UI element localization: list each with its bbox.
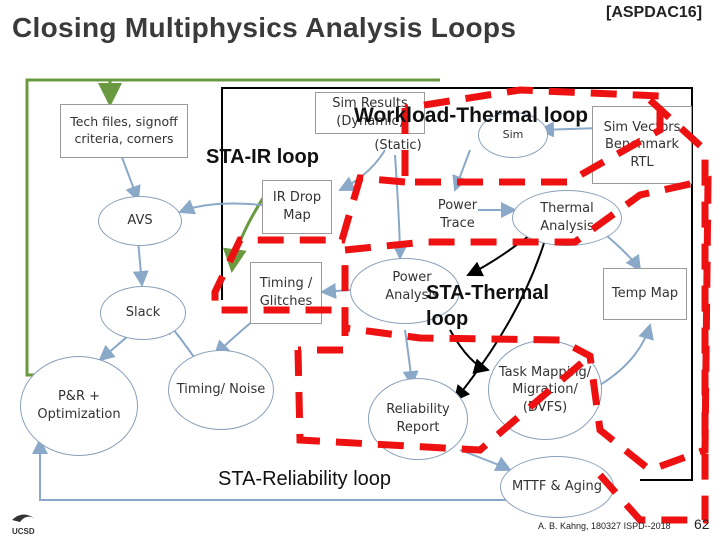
workload-thermal-loop-path (401, 86, 664, 186)
ucsd-logo: UCSD (12, 527, 35, 536)
footer-text: A. B. Kahng, 180327 ISPD--2018 (538, 521, 671, 531)
ir-drop-box: IR Drop Map (262, 180, 332, 234)
task-mapping-oval: Task Mapping/ Migration/ (DVFS) (488, 340, 602, 440)
timing-noise-oval: Timing/ Noise (168, 350, 274, 430)
slide-title: Closing Multiphysics Analysis Loops (12, 12, 517, 43)
slide-number: 62 (694, 516, 710, 532)
blue-avs-slack (132, 239, 149, 287)
black-thermal-rel (453, 239, 546, 402)
sim-oval: Sim (478, 112, 548, 158)
avs-oval: AVS (98, 196, 182, 246)
blue-tech-avs (119, 151, 141, 202)
sta-ir-loop-label: STA-IR loop (206, 146, 319, 168)
slack-oval: Slack (100, 286, 186, 340)
pr-optimization-oval: P&R + Optimization (20, 356, 138, 456)
tech-files-box: Tech files, signoff criteria, corners (60, 104, 188, 158)
temp-map-box: Temp Map (603, 268, 687, 320)
right-outer-loop-path (597, 97, 709, 524)
workload-thermal-loop-label: Workload-Thermal loop (354, 104, 589, 127)
blue-task-temp (599, 323, 654, 386)
static-label: (Static) (374, 138, 422, 154)
sta-thermal-loop-path (341, 175, 712, 474)
power-trace-label: Power Trace (437, 198, 478, 231)
sta-ir-loop-path (211, 174, 406, 314)
sta-reliability-loop-path (294, 349, 588, 454)
blue-static-ir (338, 149, 386, 191)
citation: [ASPDAC16] (606, 4, 703, 21)
sta-reliability-loop-label: STA-Reliability loop (218, 468, 392, 490)
blue-bottom-loop (32, 438, 540, 501)
timing-glitches-box: Timing / Glitches (250, 262, 322, 324)
loop-spine-path (298, 310, 349, 354)
sta-thermal-loop-label-2: loop (426, 308, 469, 330)
sim-vectors-box: Sim Vectors Benchmark RTL (592, 106, 692, 184)
power-analysis-oval: Power Analysis (350, 258, 460, 324)
blue-ir-avs (178, 199, 263, 215)
outer-black-frame (221, 87, 693, 481)
blue-static-power (391, 154, 408, 260)
sta-thermal-loop-label: STA-Thermal (426, 282, 549, 304)
blue-vectors-sim (538, 121, 601, 138)
